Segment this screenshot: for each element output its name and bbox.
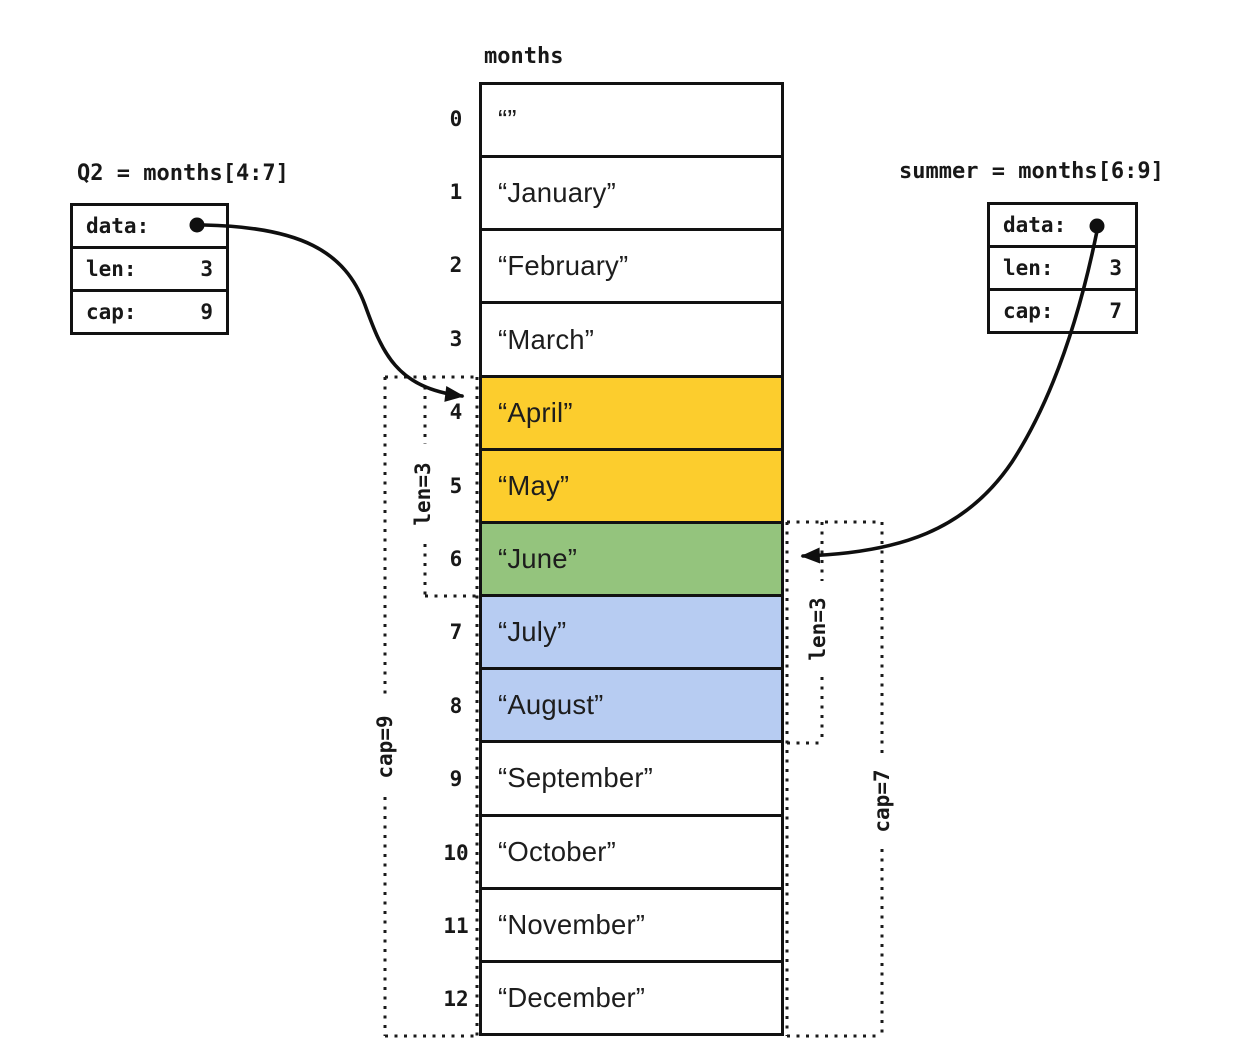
array-cell-10: “October”: [482, 813, 781, 887]
array-index: 8: [449, 693, 463, 718]
summer-cap-row: cap: 7: [990, 288, 1135, 331]
array-cell-5: “May”: [482, 447, 781, 521]
array-index: 7: [449, 620, 463, 645]
array-cell-4: “April”: [482, 374, 781, 448]
q2-cap-label: cap:: [86, 300, 137, 324]
q2-cap-row: cap: 9: [73, 289, 226, 332]
array-index: 0: [449, 106, 463, 131]
array-cell-7: “July”: [482, 594, 781, 668]
array-index: 4: [449, 400, 463, 425]
summer-slice-header: data: len: 3 cap: 7: [987, 202, 1138, 334]
summer-data-label: data:: [1003, 213, 1067, 237]
array-cell-9: “September”: [482, 740, 781, 814]
summer-len-label: len:: [1003, 256, 1054, 280]
summer-cap-bracket: [785, 522, 884, 1038]
array-cell-11: “November”: [482, 886, 781, 960]
q2-slice-header: data: len: 3 cap: 9: [70, 203, 229, 335]
array-cell-6: “June”: [482, 520, 781, 595]
q2-data-label: data:: [86, 214, 150, 238]
q2-cap-value: 9: [200, 300, 213, 324]
summer-cap-label: cap:: [1003, 299, 1054, 323]
q2-len-row: len: 3: [73, 246, 226, 289]
array-index: 10: [443, 840, 469, 865]
summer-len-annotation: len=3: [806, 597, 830, 661]
summer-len-row: len: 3: [990, 245, 1135, 288]
q2-len-annotation: len=3: [411, 462, 435, 526]
array-index: 11: [443, 913, 469, 938]
summer-len-value: 3: [1109, 256, 1122, 280]
array-index: 6: [449, 547, 463, 572]
array-cell-0: “”: [482, 85, 781, 156]
array-cell-3: “March”: [482, 301, 781, 375]
array-cell-1: “January”: [482, 155, 781, 229]
months-array: “” “January” “February” “March” “April” …: [479, 82, 784, 1036]
summer-cap-annotation: cap=7: [870, 769, 894, 833]
q2-slice-label: Q2 = months[4:7]: [77, 161, 289, 186]
array-title: months: [484, 44, 564, 69]
array-index: 5: [449, 473, 463, 498]
array-cell-8: “August”: [482, 667, 781, 741]
array-index: 9: [449, 767, 463, 792]
q2-len-value: 3: [200, 257, 213, 281]
array-cell-2: “February”: [482, 228, 781, 302]
array-cell-12: “December”: [482, 959, 781, 1034]
summer-cap-value: 7: [1109, 299, 1122, 323]
summer-slice-label: summer = months[6:9]: [899, 159, 1164, 184]
array-index: 12: [443, 987, 469, 1012]
summer-data-row: data:: [990, 205, 1135, 245]
array-index: 1: [449, 180, 463, 205]
q2-data-row: data:: [73, 206, 226, 246]
summer-len-bracket: [787, 520, 882, 745]
q2-len-label: len:: [86, 257, 137, 281]
q2-cap-annotation: cap=9: [373, 715, 397, 779]
